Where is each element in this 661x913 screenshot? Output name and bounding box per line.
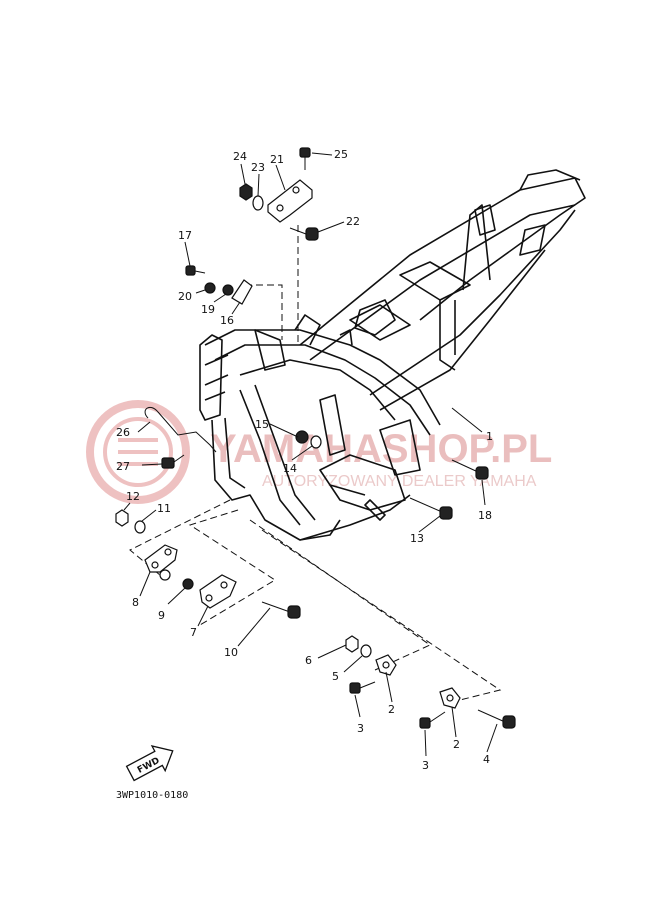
callout-11: 11 [157, 502, 171, 515]
bolt-3b-icon [419, 711, 446, 729]
callout-26: 26 [116, 426, 130, 439]
collar-19-icon [222, 284, 234, 296]
callout-23: 23 [251, 161, 265, 174]
clamp-16-icon [231, 279, 253, 305]
callout-1: 1 [486, 430, 493, 443]
callout-13: 13 [410, 532, 424, 545]
callout-21: 21 [270, 153, 284, 166]
washer-23-icon [252, 195, 264, 211]
callout-7: 7 [190, 626, 197, 639]
callouts: 1 2 2 3 3 4 5 6 7 8 9 10 11 12 13 14 15 … [116, 148, 493, 772]
clamp-2a-icon [375, 654, 397, 676]
washer-14-icon [310, 435, 322, 449]
bolt-25-icon [299, 147, 311, 170]
callout-5: 5 [332, 670, 339, 683]
hook-26-icon [144, 406, 217, 453]
callout-2b: 2 [453, 738, 460, 751]
callout-8: 8 [132, 596, 139, 609]
bolt-22-icon [289, 227, 319, 241]
nut-15-icon [295, 430, 309, 444]
bolt-17-icon [185, 265, 206, 276]
callout-3b: 3 [422, 759, 429, 772]
screw-27-icon [161, 454, 185, 469]
diagram-code: 3WP1010-0180 [116, 790, 188, 801]
bolt-18-icon [451, 459, 489, 480]
callout-14: 14 [283, 462, 297, 475]
bolt-3a-icon [349, 681, 376, 694]
bolt-13-icon [409, 497, 453, 520]
bolt-10-icon [261, 601, 301, 619]
callout-27: 27 [116, 460, 130, 473]
callout-6: 6 [305, 654, 312, 667]
clamp-2b-icon [439, 687, 461, 709]
callout-17: 17 [178, 229, 192, 242]
parts [115, 147, 516, 729]
callout-20: 20 [178, 290, 192, 303]
washer-5-icon [360, 644, 372, 658]
callout-18: 18 [478, 509, 492, 522]
callout-4: 4 [483, 753, 490, 766]
bolt-4-icon [477, 709, 516, 729]
callout-10: 10 [224, 646, 238, 659]
nut-12-icon [115, 509, 129, 527]
bracket-21-icon [267, 179, 313, 223]
callout-24: 24 [233, 150, 247, 163]
callout-19: 19 [201, 303, 215, 316]
callout-16: 16 [220, 314, 234, 327]
watermark-logo-icon [86, 400, 190, 504]
fwd-arrow-icon: FWD [125, 745, 174, 782]
leader-lines [123, 152, 498, 757]
callout-2a: 2 [388, 703, 395, 716]
callout-22: 22 [346, 215, 360, 228]
callout-15: 15 [255, 418, 269, 431]
callout-25: 25 [334, 148, 348, 161]
bracket-8-icon [144, 544, 178, 573]
washer-11-icon [134, 520, 146, 534]
bracket-7-icon [199, 574, 237, 609]
frame-drawing [199, 169, 586, 541]
callout-3a: 3 [357, 722, 364, 735]
callout-12: 12 [126, 490, 140, 503]
nut-9-icon [159, 569, 194, 590]
nut-24-icon [239, 183, 253, 201]
nut-20-icon [204, 282, 216, 294]
callout-9: 9 [158, 609, 165, 622]
nut-6-icon [345, 635, 359, 653]
